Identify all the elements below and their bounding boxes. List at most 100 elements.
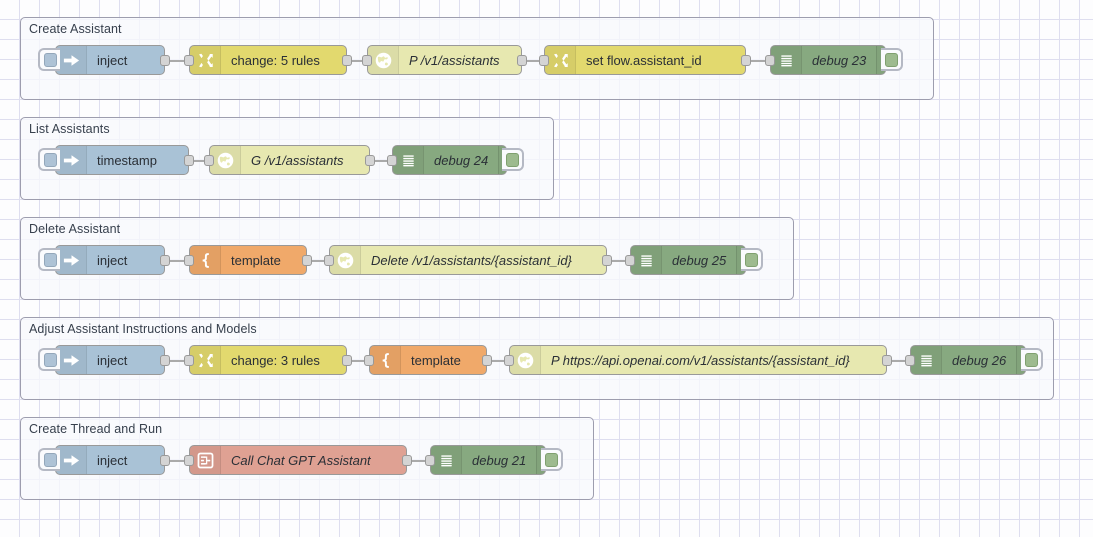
node-output-port[interactable] [741,55,751,66]
node-change[interactable]: change: 5 rules [189,45,347,75]
node-input-port[interactable] [504,355,514,366]
wire[interactable] [170,60,184,62]
node-input-port[interactable] [184,355,194,366]
curly-brace-icon [190,246,221,274]
node-input-port[interactable] [184,255,194,266]
wire[interactable] [170,360,184,362]
node-change[interactable]: change: 3 rules [189,345,347,375]
node-output-port[interactable] [402,455,412,466]
node-inject[interactable]: inject [55,445,165,475]
group-title: Create Assistant [29,22,122,36]
node-label: debug 26 [952,352,1007,368]
node-input-port[interactable] [362,55,372,66]
wire[interactable] [352,360,364,362]
inject-arrow-icon [56,446,87,474]
node-label: P https://api.openai.com/v1/assistants/{… [551,352,850,368]
node-output-port[interactable] [160,355,170,366]
node-debug[interactable]: debug 25 [630,245,746,275]
node-input-port[interactable] [184,55,194,66]
node-input-port[interactable] [387,155,397,166]
wire[interactable] [492,360,504,362]
node-label: debug 21 [472,452,527,468]
node-label: template [231,252,281,268]
node-input-port[interactable] [625,255,635,266]
node-input-port[interactable] [765,55,775,66]
node-inject[interactable]: inject [55,45,165,75]
node-output-port[interactable] [602,255,612,266]
node-input-port[interactable] [905,355,915,366]
debug-lines-icon [498,146,506,174]
node-output-port[interactable] [342,355,352,366]
node-output-port[interactable] [160,455,170,466]
node-label: timestamp [97,152,157,168]
node-label: Call Chat GPT Assistant [231,452,371,468]
wire[interactable] [375,160,387,162]
node-template[interactable]: template [189,245,307,275]
node-inject[interactable]: inject [55,245,165,275]
debug-toggle-button[interactable] [881,48,903,71]
node-output-port[interactable] [302,255,312,266]
node-http[interactable]: P /v1/assistants [367,45,522,75]
group-title: List Assistants [29,122,110,136]
debug-lines-icon [771,46,802,74]
node-inject[interactable]: inject [55,345,165,375]
node-input-port[interactable] [184,455,194,466]
wire[interactable] [892,360,905,362]
inject-trigger-button[interactable] [38,148,60,171]
debug-lines-icon [911,346,942,374]
node-output-port[interactable] [482,355,492,366]
wire[interactable] [412,460,425,462]
wire[interactable] [170,460,184,462]
inject-trigger-button[interactable] [38,448,60,471]
debug-toggle-button[interactable] [1021,348,1043,371]
node-label: debug 23 [812,52,867,68]
node-output-port[interactable] [160,55,170,66]
node-input-port[interactable] [539,55,549,66]
node-label: inject [97,352,128,368]
node-input-port[interactable] [324,255,334,266]
inject-trigger-button[interactable] [38,248,60,271]
node-template[interactable]: template [369,345,487,375]
inject-arrow-icon [56,46,87,74]
node-debug[interactable]: debug 23 [770,45,886,75]
wire[interactable] [170,260,184,262]
wire[interactable] [312,260,324,262]
node-input-port[interactable] [204,155,214,166]
debug-toggle-button[interactable] [741,248,763,271]
node-label: change: 3 rules [231,352,320,368]
globe-icon [330,246,361,274]
node-output-port[interactable] [517,55,527,66]
node-input-port[interactable] [425,455,435,466]
wire[interactable] [352,60,362,62]
node-input-port[interactable] [364,355,374,366]
node-output-port[interactable] [365,155,375,166]
node-change[interactable]: set flow.assistant_id [544,45,746,75]
wire[interactable] [751,60,765,62]
node-http[interactable]: Delete /v1/assistants/{assistant_id} [329,245,607,275]
wire[interactable] [527,60,539,62]
node-label: template [411,352,461,368]
curly-brace-icon [370,346,401,374]
inject-trigger-button[interactable] [38,348,60,371]
change-shuffle-icon [545,46,576,74]
node-debug[interactable]: debug 21 [430,445,546,475]
inject-trigger-button[interactable] [38,48,60,71]
debug-toggle-button[interactable] [502,148,524,171]
node-debug[interactable]: debug 24 [392,145,507,175]
node-output-port[interactable] [342,55,352,66]
wire[interactable] [194,160,204,162]
node-output-port[interactable] [882,355,892,366]
node-http[interactable]: G /v1/assistants [209,145,370,175]
node-output-port[interactable] [184,155,194,166]
node-inject[interactable]: timestamp [55,145,189,175]
wire[interactable] [612,260,625,262]
node-debug[interactable]: debug 26 [910,345,1026,375]
change-shuffle-icon [190,346,221,374]
globe-icon [368,46,399,74]
node-http[interactable]: P https://api.openai.com/v1/assistants/{… [509,345,887,375]
debug-lines-icon [431,446,462,474]
node-subflow[interactable]: Call Chat GPT Assistant [189,445,407,475]
node-output-port[interactable] [160,255,170,266]
debug-toggle-button[interactable] [541,448,563,471]
